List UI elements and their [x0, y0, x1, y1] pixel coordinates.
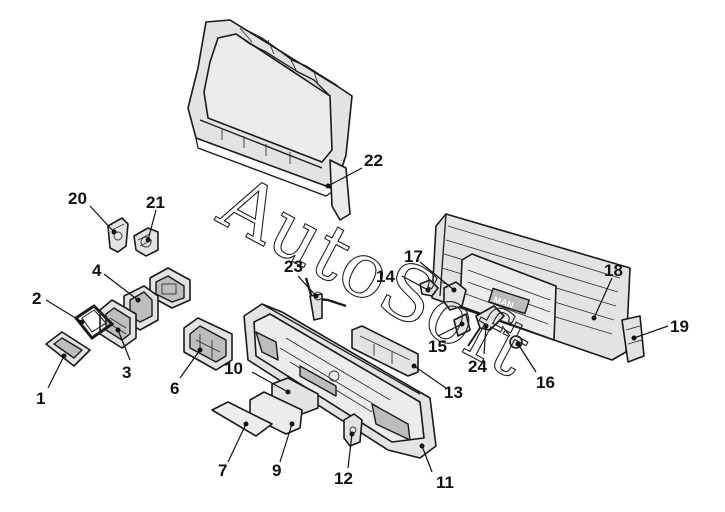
part-22-front-panel: [187, 19, 353, 221]
callout-9: 9: [272, 461, 281, 480]
callout-16: 16: [536, 373, 555, 392]
callout-7: 7: [218, 461, 227, 480]
part-6-lamp-unit: [183, 317, 233, 371]
callouts: 1 2 3 4 6 7 9 10 11 12 13 14 15 16 17 18…: [32, 151, 689, 492]
part-13-strip: [351, 325, 419, 377]
callout-18: 18: [604, 261, 623, 280]
part-18-grille: MAN: [431, 213, 631, 361]
callout-22: 22: [364, 151, 383, 170]
part-17-latch: [443, 281, 467, 311]
leader-lines: [45, 167, 669, 473]
part-1-lens: [45, 331, 91, 367]
part-12-clip: [343, 413, 363, 447]
callout-12: 12: [334, 469, 353, 488]
callout-23: 23: [284, 257, 303, 276]
callout-13: 13: [444, 383, 463, 402]
callout-17: 17: [404, 247, 423, 266]
part-20-bracket: [107, 217, 129, 253]
callout-24: 24: [468, 357, 487, 376]
callout-6: 6: [170, 379, 179, 398]
part-2-gasket: [73, 304, 115, 341]
callout-4: 4: [92, 261, 102, 280]
callout-15: 15: [428, 337, 447, 356]
part-21-bracket: [133, 227, 159, 257]
callout-20: 20: [68, 189, 87, 208]
callout-2: 2: [32, 289, 41, 308]
callout-21: 21: [146, 193, 165, 212]
part-24-lever: [467, 305, 505, 347]
callout-3: 3: [122, 363, 131, 382]
part-11-bumper: [243, 303, 437, 459]
part-5-lamp-housing: [149, 267, 191, 309]
callout-14: 14: [376, 267, 395, 286]
callout-11: 11: [436, 473, 454, 492]
callout-10: 10: [224, 359, 243, 378]
part-3-lamp-housing: [99, 299, 137, 349]
callout-1: 1: [36, 389, 45, 408]
callout-19: 19: [670, 317, 689, 336]
part-7-plate: [211, 401, 273, 437]
